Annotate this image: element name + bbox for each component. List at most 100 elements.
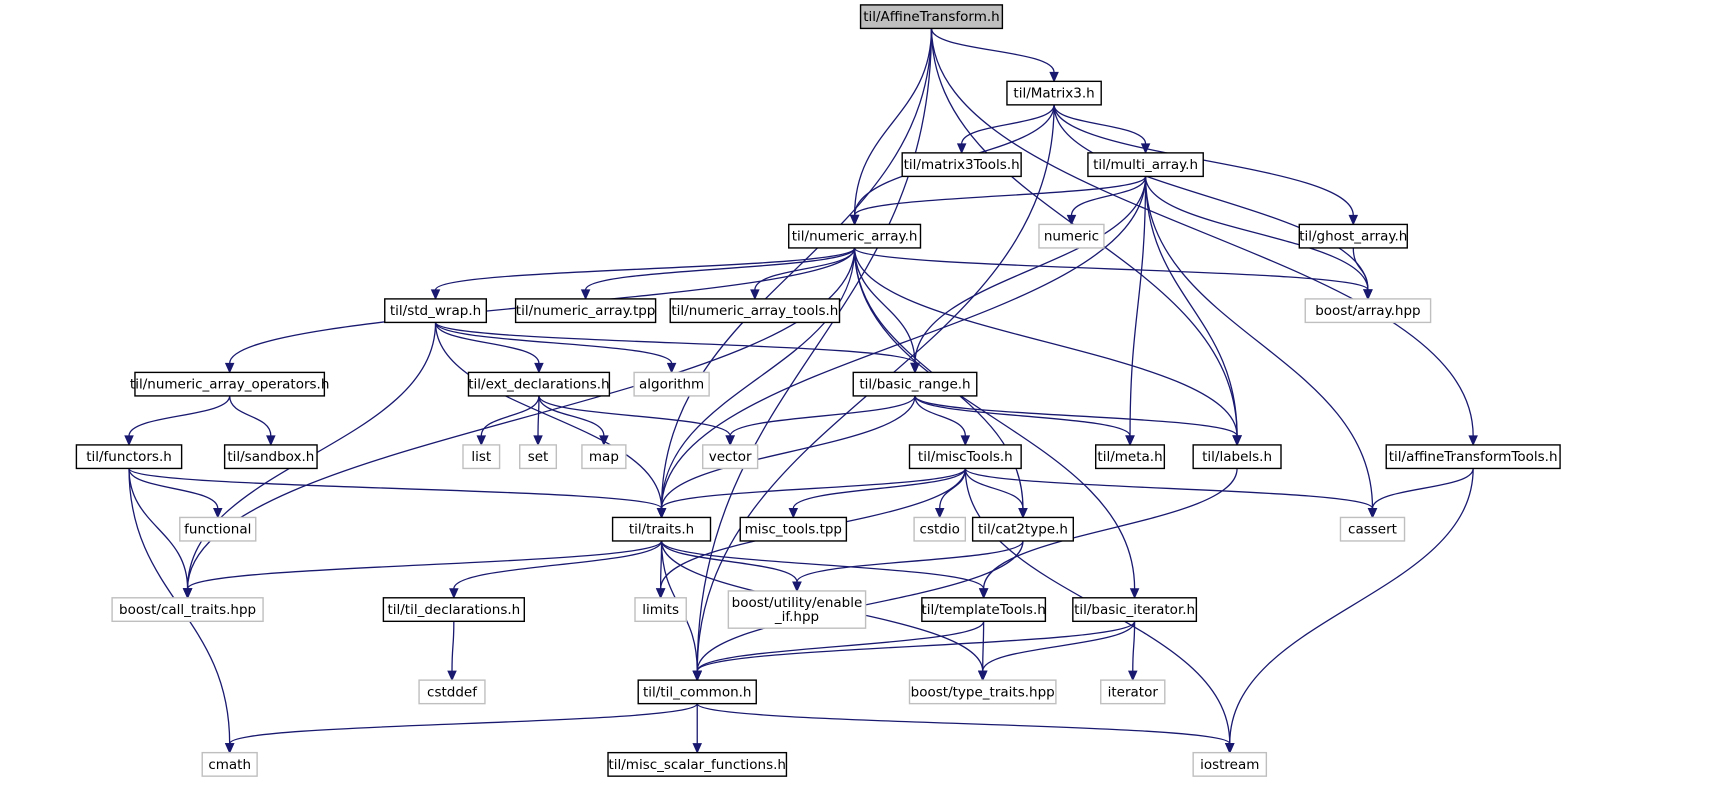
node-label: til/ext_declarations.h	[468, 377, 609, 393]
node-label: til/std_wrap.h	[390, 303, 481, 319]
node-vector: vector	[702, 444, 759, 470]
node-label: boost/array.hpp	[1315, 303, 1420, 319]
node-label: til/AffineTransform.h	[863, 9, 1000, 25]
edge-basicrange-to-vector	[725, 395, 916, 447]
edge-numericarray-to-basiciter	[853, 247, 1140, 600]
node-natools[interactable]: til/numeric_array_tools.h	[669, 298, 841, 324]
edge-root-to-afftools	[930, 28, 1478, 447]
edge-root-to-traits	[656, 28, 933, 519]
node-stdwrap[interactable]: til/std_wrap.h	[384, 298, 488, 324]
edge-root-to-numericarray	[849, 28, 933, 226]
node-label: til/cat2type.h	[978, 522, 1068, 538]
node-natpp[interactable]: til/numeric_array.tpp	[514, 298, 657, 324]
edge-stdwrap-to-traits	[434, 322, 667, 519]
node-matrix3tools[interactable]: til/matrix3Tools.h	[901, 152, 1022, 178]
node-extdecl[interactable]: til/ext_declarations.h	[467, 371, 611, 397]
edge-extdecl-to-list	[476, 395, 540, 447]
edge-basiciter-to-typetraits	[977, 621, 1136, 682]
node-label: boost/utility/enable	[732, 595, 863, 611]
node-miscscalar[interactable]: til/misc_scalar_functions.h	[607, 751, 788, 777]
edge-stdwrap-to-extdecl	[434, 322, 544, 374]
node-label: iterator	[1108, 684, 1159, 700]
node-basicrange[interactable]: til/basic_range.h	[852, 371, 978, 397]
edge-basicrange-to-misctools	[914, 395, 971, 447]
node-functors[interactable]: til/functors.h	[75, 444, 183, 470]
node-templatetools[interactable]: til/templateTools.h	[921, 597, 1047, 623]
node-label: boost/call_traits.hpp	[119, 602, 256, 618]
node-list: list	[462, 444, 501, 470]
node-label: til/numeric_array_tools.h	[671, 303, 838, 319]
node-label: til/affineTransformTools.h	[1389, 449, 1558, 465]
edge-tilcommon-to-cmath	[224, 703, 698, 754]
edge-tildecl-to-cstddef	[447, 621, 457, 682]
node-label: til/til_common.h	[643, 684, 752, 700]
node-label: cstdio	[920, 522, 960, 538]
edge-multiarray-to-labels	[1144, 176, 1242, 447]
edge-multiarray-to-numeric	[1066, 176, 1147, 226]
node-label: limits	[642, 602, 679, 618]
node-label: til/ghost_array.h	[1299, 229, 1407, 245]
edge-matrix3-to-matrix3tools	[956, 104, 1055, 155]
edge-misctools-to-cat2type	[964, 468, 1028, 519]
edge-misctools-to-misctpp	[788, 468, 966, 519]
node-misctpp[interactable]: misc_tools.tpp	[739, 516, 848, 542]
node-label: til/templateTools.h	[921, 602, 1045, 618]
node-label: set	[528, 449, 549, 465]
edge-cat2type-to-enableif	[792, 540, 1024, 593]
edge-misctools-to-traits	[656, 468, 966, 519]
node-cassert: cassert	[1339, 516, 1406, 542]
edge-stdwrap-to-basicrange	[434, 321, 920, 374]
node-typetraits: boost/type_traits.hpp	[908, 679, 1057, 705]
node-label: til/meta.h	[1097, 449, 1162, 465]
node-label: til/traits.h	[629, 522, 694, 538]
edge-traits-to-calltraits	[182, 540, 663, 600]
node-cat2type[interactable]: til/cat2type.h	[971, 516, 1074, 542]
node-numeric: numeric	[1038, 223, 1105, 249]
edge-basicrange-to-labels	[914, 395, 1242, 447]
node-sandbox[interactable]: til/sandbox.h	[223, 444, 318, 470]
node-label: til/miscTools.h	[918, 449, 1013, 465]
node-traits[interactable]: til/traits.h	[611, 516, 712, 542]
node-ghostarray[interactable]: til/ghost_array.h	[1298, 223, 1408, 249]
node-label: til/til_declarations.h	[387, 602, 520, 618]
node-matrix3[interactable]: til/Matrix3.h	[1006, 80, 1102, 106]
node-multiarray[interactable]: til/multi_array.h	[1087, 152, 1204, 178]
node-label: numeric	[1044, 229, 1099, 245]
node-label: map	[589, 449, 619, 465]
edge-stdwrap-to-algorithm	[434, 322, 677, 374]
node-numericarray[interactable]: til/numeric_array.h	[788, 223, 922, 249]
node-label: vector	[709, 449, 752, 465]
node-basiciter[interactable]: til/basic_iterator.h	[1072, 597, 1198, 623]
edge-tilcommon-to-miscscalar	[692, 703, 702, 754]
node-labels[interactable]: til/labels.h	[1192, 444, 1282, 470]
node-label: misc_tools.tpp	[745, 522, 842, 538]
node-algorithm: algorithm	[633, 371, 710, 397]
edge-naops-to-sandbox	[229, 395, 276, 447]
node-label: cstddef	[427, 684, 478, 700]
node-label: til/basic_range.h	[859, 377, 970, 393]
node-enableif: boost/utility/enable_if.hpp	[727, 590, 867, 629]
node-root[interactable]: til/AffineTransform.h	[859, 4, 1004, 30]
node-map: map	[581, 444, 627, 470]
node-label: til/labels.h	[1202, 449, 1272, 465]
node-naops[interactable]: til/numeric_array_operators.h	[130, 371, 329, 397]
edge-tilcommon-to-iostream	[696, 703, 1235, 754]
node-afftools[interactable]: til/affineTransformTools.h	[1385, 444, 1561, 470]
node-iostream: iostream	[1192, 751, 1268, 777]
node-label: til/sandbox.h	[227, 449, 314, 465]
edge-naops-to-functors	[124, 395, 231, 447]
node-misctools[interactable]: til/miscTools.h	[908, 444, 1022, 470]
edge-ghostarray-to-boostarray	[1352, 247, 1373, 301]
node-meta[interactable]: til/meta.h	[1095, 444, 1166, 470]
node-tildecl[interactable]: til/til_declarations.h	[382, 597, 525, 623]
edge-misctools-to-cassert	[964, 467, 1378, 519]
node-label: cmath	[208, 757, 251, 773]
edge-extdecl-to-map	[538, 395, 609, 447]
node-iterator: iterator	[1100, 679, 1166, 705]
node-functional: functional	[179, 516, 257, 542]
edge-numericarray-to-natpp	[580, 247, 856, 301]
node-tilcommon[interactable]: til/til_common.h	[637, 679, 757, 705]
edge-multiarray-to-numericarray	[849, 176, 1147, 226]
node-label: iostream	[1200, 757, 1259, 773]
